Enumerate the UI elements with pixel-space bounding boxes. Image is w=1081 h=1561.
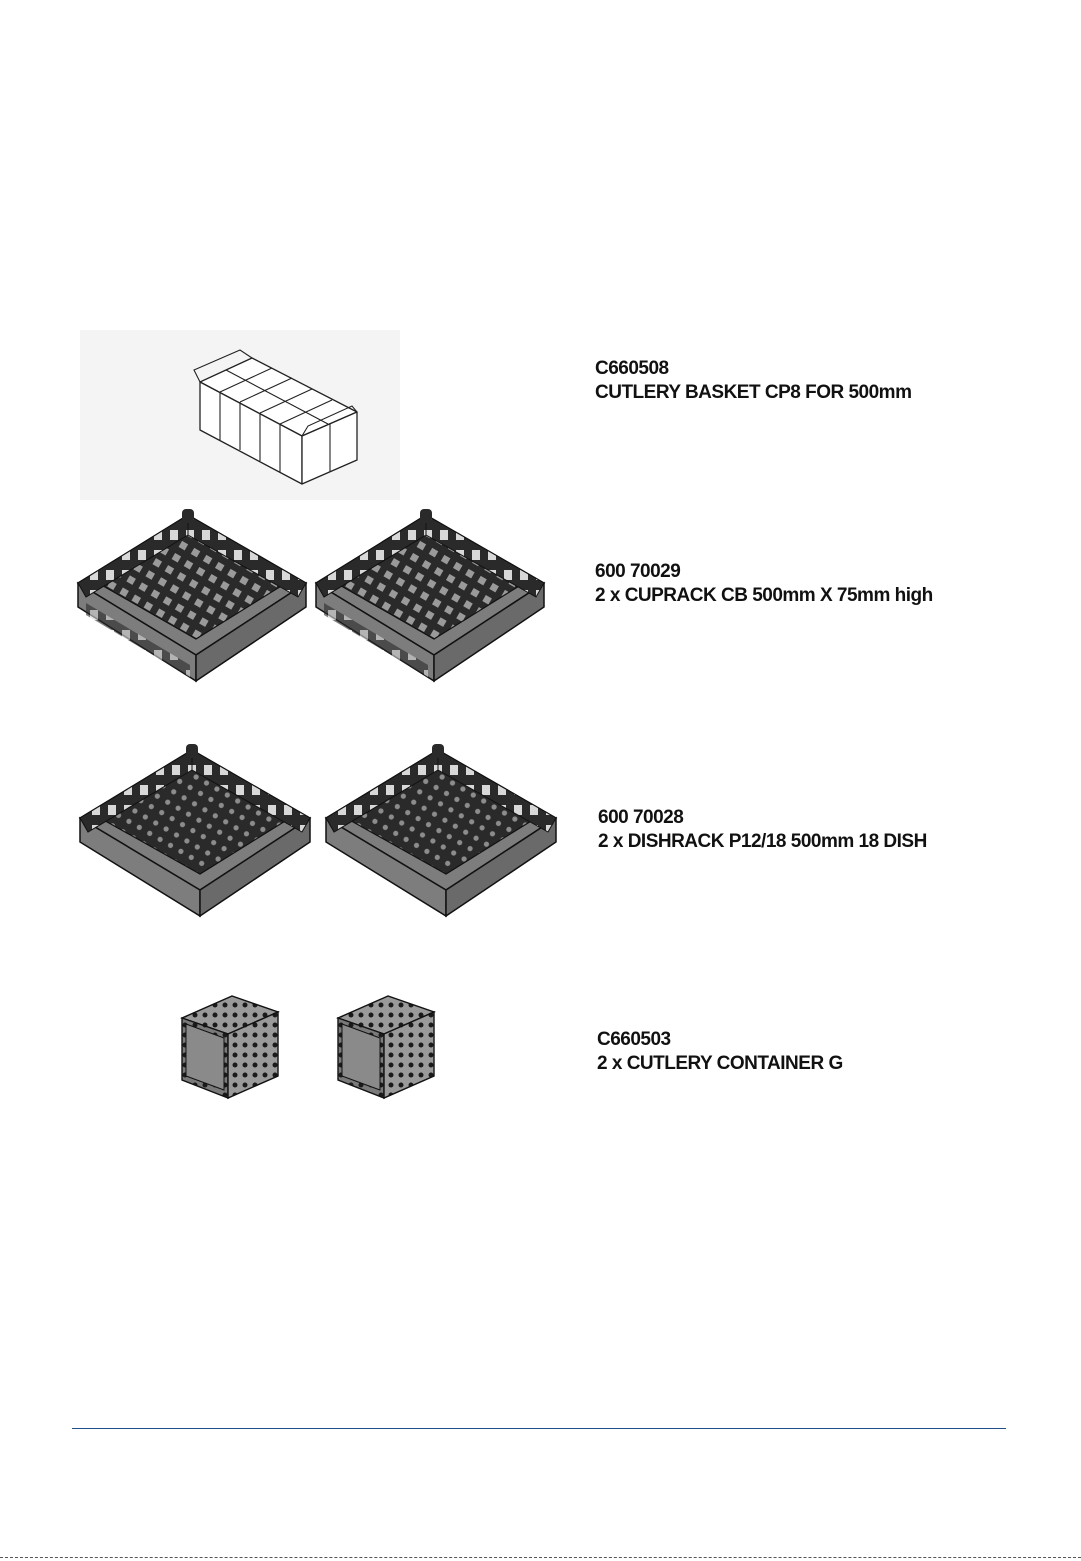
cutlery-basket-illustration [80,330,400,500]
item-description: 2 x CUTLERY CONTAINER G [597,1052,843,1076]
item-description: 2 x CUPRACK CB 500mm X 75mm high [595,584,933,608]
cutlery-container-left [182,996,278,1098]
page-bottom-edge [0,1557,1081,1558]
item-code: C660503 [597,1028,843,1052]
cuprack-illustration [70,505,560,690]
footer-rule [72,1428,1006,1429]
item-code: C660508 [595,357,911,381]
cutlery-container-right [338,996,434,1098]
item-label-cuprack: 600 70029 2 x CUPRACK CB 500mm X 75mm hi… [595,560,933,608]
dishrack-illustration [72,740,572,925]
item-label-cutlery-container: C660503 2 x CUTLERY CONTAINER G [597,1028,843,1076]
item-label-cutlery-basket: C660508 CUTLERY BASKET CP8 FOR 500mm [595,357,911,405]
item-description: CUTLERY BASKET CP8 FOR 500mm [595,381,911,405]
cuprack-left [78,509,306,681]
item-label-dishrack: 600 70028 2 x DISHRACK P12/18 500mm 18 D… [598,806,927,854]
cutlery-container-illustration [170,990,450,1105]
item-code: 600 70028 [598,806,927,830]
cuprack-right [316,509,544,681]
dishrack-right [326,744,556,916]
dishrack-left [80,744,310,916]
item-description: 2 x DISHRACK P12/18 500mm 18 DISH [598,830,927,854]
item-code: 600 70029 [595,560,933,584]
